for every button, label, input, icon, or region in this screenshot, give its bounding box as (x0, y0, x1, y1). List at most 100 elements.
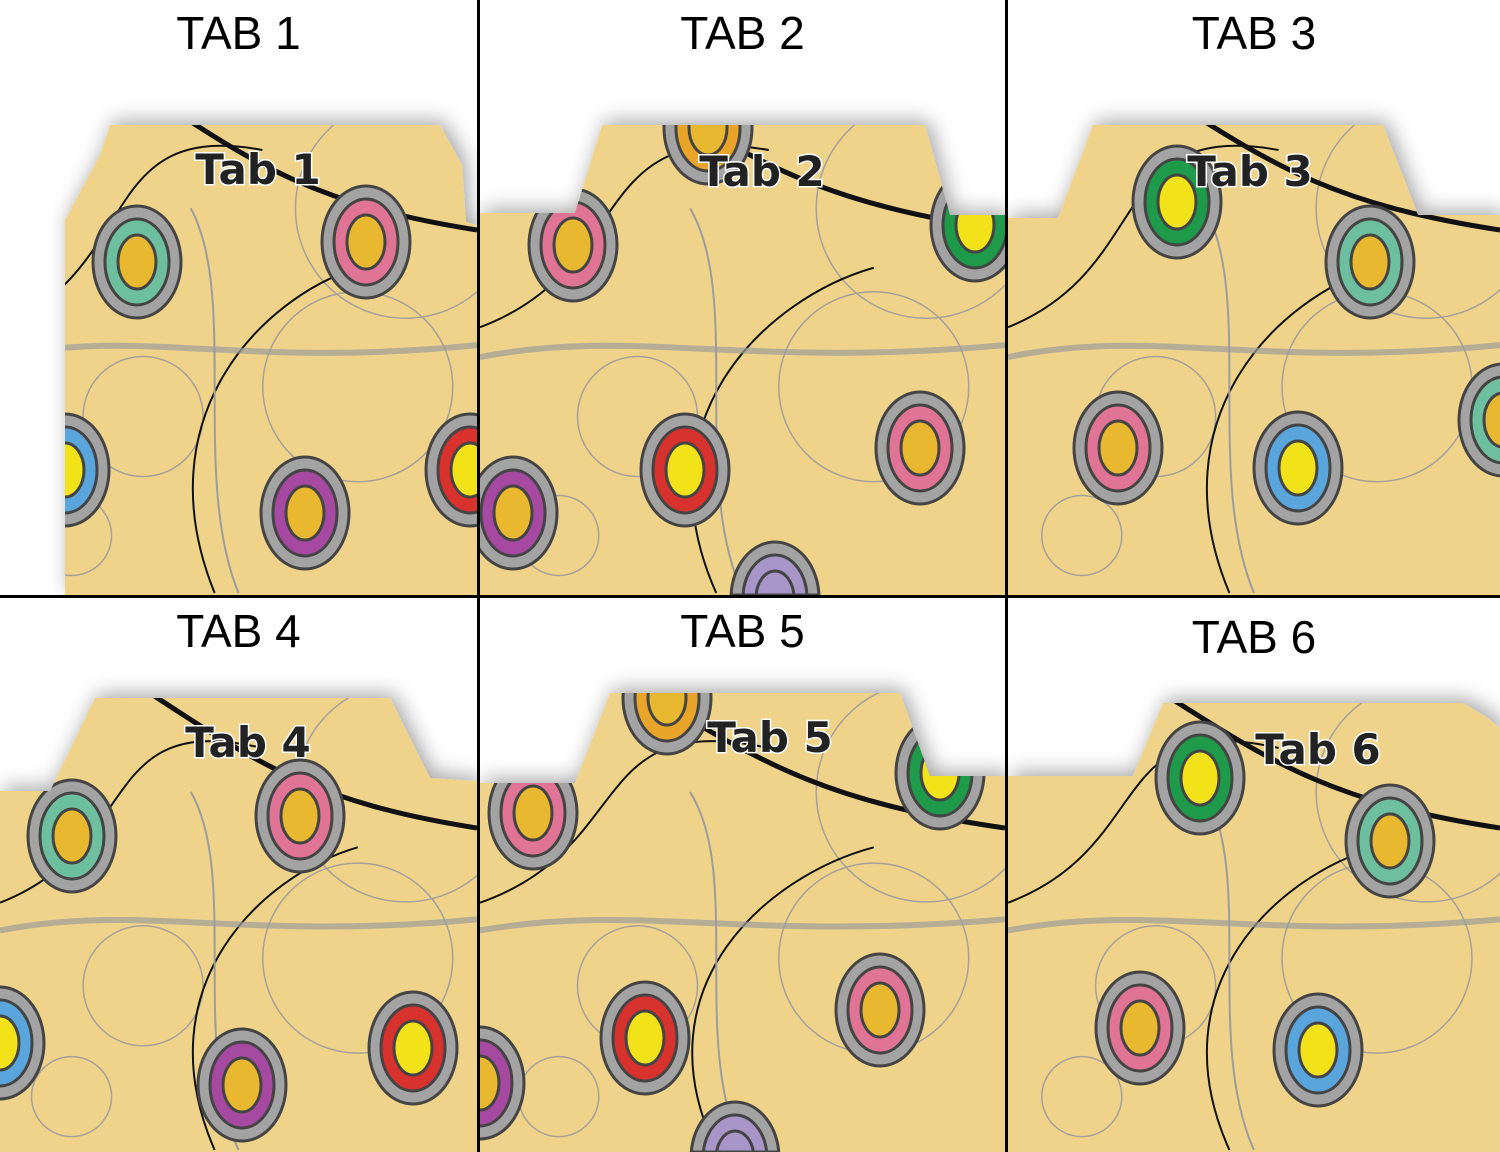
folder-tab-graphic: Tab 6 (1008, 703, 1500, 1152)
oval-center (664, 441, 706, 499)
oval-center (51, 807, 93, 865)
swirl-line (0, 916, 477, 934)
swirl-circle (82, 925, 204, 1047)
oval-center (1297, 1021, 1339, 1079)
oval-dot (929, 167, 1005, 283)
oval-center (512, 784, 554, 842)
tab-label: Tab 2 (699, 147, 825, 196)
oval-center (687, 125, 729, 157)
oval-dot (367, 990, 459, 1106)
oval-center (392, 1019, 434, 1077)
swirl-circle (82, 355, 204, 478)
swirl-line (94, 698, 477, 831)
oval-dot (1154, 720, 1246, 836)
oval-center (899, 419, 941, 477)
swirl-line (1008, 916, 1500, 934)
folder-tab-graphic: Tab 2 (480, 125, 1005, 595)
oval-center (65, 441, 86, 499)
panel-title: TAB 4 (176, 605, 301, 657)
tab-panel-6: TAB 6 Tab 6 (1008, 598, 1500, 1152)
tab-label: Tab 5 (707, 713, 833, 762)
oval-dot (26, 778, 118, 894)
oval-dot (424, 412, 477, 528)
oval-center (1349, 233, 1391, 291)
swirl-line (189, 207, 240, 594)
swirl-circle (1041, 1055, 1123, 1138)
tab-label: Tab 4 (185, 718, 311, 767)
panel-title: TAB 6 (1191, 611, 1317, 663)
oval-center (1156, 173, 1198, 231)
swirl-line (1105, 125, 1500, 233)
oval-center (449, 441, 477, 499)
divider-horizontal (0, 595, 1500, 598)
oval-center (345, 213, 387, 271)
oval-dot (1344, 783, 1436, 899)
folder-tab-graphic: Tab 4 (0, 698, 477, 1152)
oval-dot (1072, 390, 1164, 506)
swirl-line (191, 266, 359, 594)
panel-title: TAB 5 (680, 605, 805, 657)
oval-dot (259, 455, 351, 571)
oval-dot (1457, 362, 1500, 478)
swirl-circle (1315, 703, 1500, 903)
oval-center (279, 787, 321, 845)
oval-dot (894, 715, 986, 831)
oval-dot (0, 985, 46, 1101)
folder-tab-graphic: Tab 5 (480, 693, 1005, 1152)
swirl-circle (815, 125, 1005, 319)
oval-center (919, 744, 961, 802)
oval-color-ring (480, 1038, 514, 1128)
oval-center (1097, 419, 1139, 477)
swirl-line (1205, 846, 1378, 1151)
oval-center (116, 233, 158, 291)
oval-dot (621, 693, 713, 756)
oval-center (754, 569, 796, 595)
oval-dot (480, 455, 559, 571)
oval-center (221, 1056, 263, 1114)
oval-center (714, 1129, 756, 1152)
swirl-line (480, 342, 1005, 360)
oval-dot (689, 1100, 781, 1152)
swirl-line (691, 846, 875, 1151)
oval-center (1179, 749, 1221, 807)
swirl-circle (294, 125, 477, 319)
swirl-line (583, 125, 1005, 233)
oval-color-ring (906, 728, 974, 818)
oval-center (492, 484, 534, 542)
tab-panel-1: TAB 1 Tab 1 (0, 0, 477, 595)
swirl-circle (262, 862, 454, 1054)
oval-dot (1094, 970, 1186, 1086)
tab-label: Tab 6 (1255, 725, 1381, 774)
oval-color-ring (0, 998, 34, 1088)
swirl-line (65, 144, 263, 329)
oval-center (552, 216, 594, 274)
swirl-line (94, 125, 477, 233)
oval-dot (487, 755, 579, 871)
oval-dot (1272, 992, 1364, 1108)
swirl-pattern (1008, 125, 1500, 594)
tab-panel-4: TAB 4 Tab 4 (0, 598, 477, 1152)
oval-center (624, 1009, 666, 1067)
oval-center (284, 484, 326, 542)
oval-dot (662, 125, 754, 186)
oval-dot (639, 412, 731, 528)
oval-dot (1131, 144, 1223, 260)
swirl-pattern (480, 125, 1005, 595)
oval-center (1119, 999, 1161, 1057)
oval-dot (729, 540, 821, 595)
swirl-circle (30, 1055, 113, 1138)
oval-dot (834, 952, 926, 1068)
oval-dot (874, 390, 966, 506)
swirl-pattern (65, 125, 477, 594)
swirl-pattern (0, 698, 477, 1151)
folder-tab-graphic: Tab 1 (65, 125, 477, 595)
tab-panel-3: TAB 3 Tab 3 (1008, 0, 1500, 595)
oval-dot (196, 1027, 288, 1143)
swirl-line (1203, 207, 1255, 594)
swirl-pattern (1008, 703, 1500, 1151)
tab-panel-2: TAB 2 Tab 2 (480, 0, 1005, 595)
oval-center (954, 196, 996, 254)
swirl-circle (778, 291, 970, 483)
oval-dot (599, 980, 691, 1096)
swirl-circle (1315, 125, 1500, 319)
